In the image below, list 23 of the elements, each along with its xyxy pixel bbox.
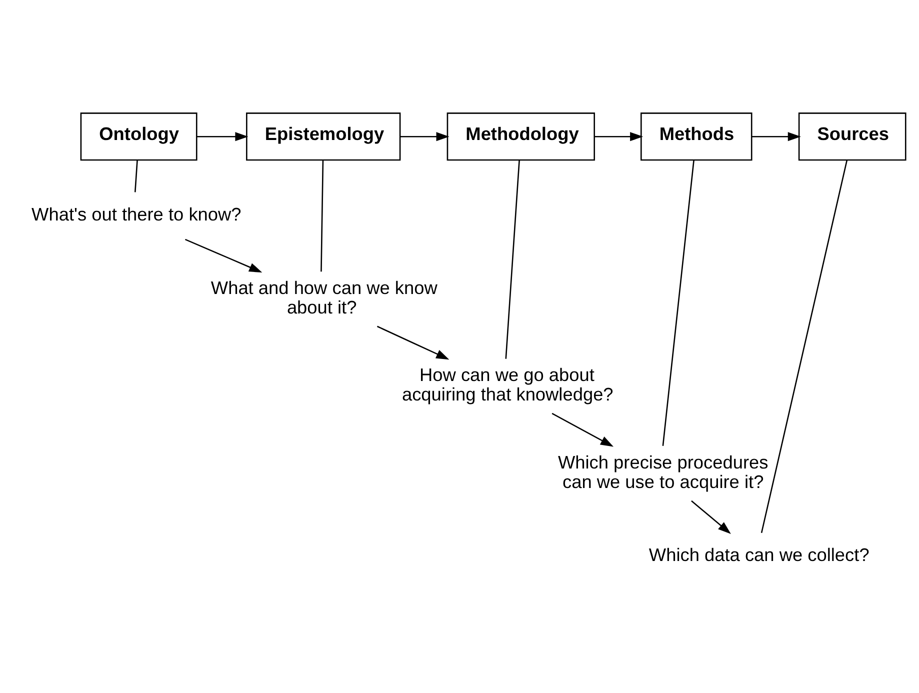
connector — [505, 160, 520, 359]
arrow — [552, 412, 614, 447]
arrow — [752, 132, 801, 142]
connector — [320, 160, 324, 272]
node-text: Which data can we collect? — [648, 545, 870, 566]
node-box: Ontology — [80, 112, 198, 161]
node-text: How can we go about acquiring that knowledge? — [402, 365, 614, 405]
node-box: Epistemology — [246, 112, 401, 161]
node-box: Methods — [640, 112, 752, 161]
node-text: What's out there to know? — [32, 204, 242, 225]
arrow — [196, 132, 248, 142]
node-box: Sources — [798, 112, 906, 161]
connector — [134, 160, 138, 192]
arrow — [400, 132, 450, 142]
arrow — [376, 326, 450, 360]
arrow — [184, 238, 262, 273]
node-text: Which precise procedures can we use to acquire it? — [558, 452, 768, 492]
connector — [662, 160, 694, 446]
connector — [760, 160, 848, 534]
arrow — [594, 132, 644, 142]
node-text: What and how can we know about it? — [210, 278, 438, 318]
arrow — [691, 500, 731, 534]
node-box: Methodology — [446, 112, 595, 161]
